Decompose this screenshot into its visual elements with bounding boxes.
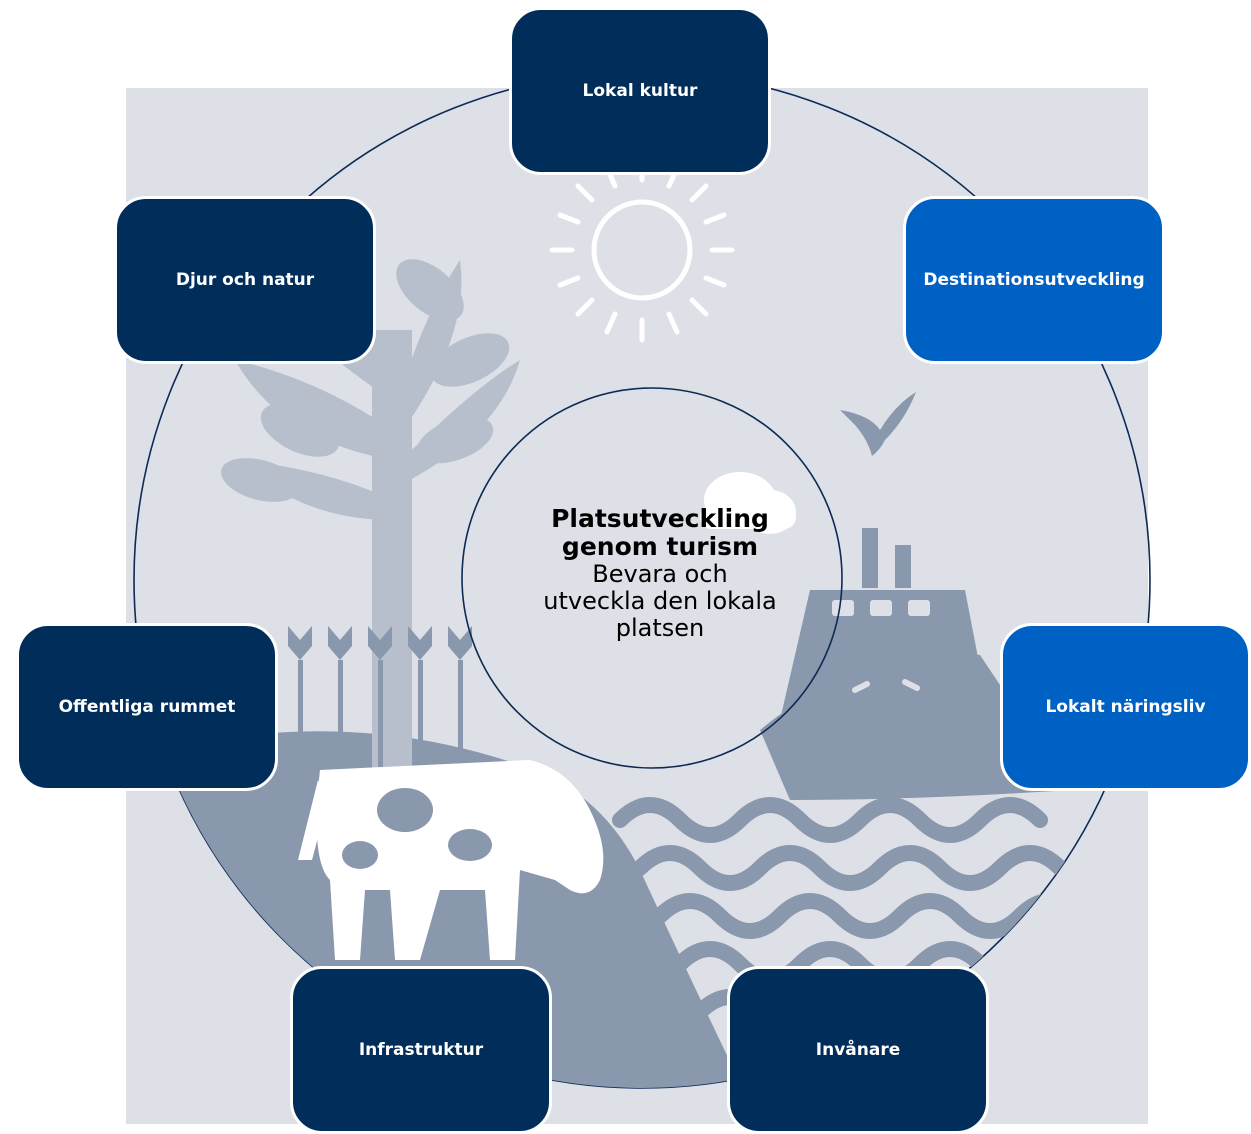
cow-icon <box>298 760 604 960</box>
center-title-line2: genom turism <box>561 532 759 561</box>
node-destinationsutveckling: Destinationsutveckling <box>903 196 1165 364</box>
node-label: Offentliga rummet <box>58 697 236 717</box>
node-offentliga-rummet: Offentliga rummet <box>16 623 278 791</box>
node-label: Infrastruktur <box>358 1040 484 1060</box>
center-label: Platsutveckling genom turism Bevara och … <box>470 505 850 642</box>
center-subtitle-line1: Bevara och <box>592 560 728 588</box>
ship-icon <box>760 528 1070 800</box>
node-label: Destinationsutveckling <box>923 270 1145 290</box>
node-label: Djur och natur <box>175 270 315 290</box>
center-subtitle-line3: platsen <box>615 613 705 642</box>
node-djur-och-natur: Djur och natur <box>114 196 376 364</box>
node-label: Invånare <box>815 1040 901 1060</box>
node-infrastruktur: Infrastruktur <box>290 966 552 1134</box>
node-lokalt-naringsliv: Lokalt näringsliv <box>1000 623 1251 791</box>
bird-icon <box>840 392 916 456</box>
node-invanare: Invånare <box>727 966 989 1134</box>
node-label: Lokal kultur <box>582 81 698 101</box>
sun-icon <box>549 157 735 343</box>
node-label: Lokalt näringsliv <box>1045 697 1206 717</box>
wheat-icon <box>288 626 472 770</box>
center-subtitle-line2: utveckla den lokala <box>543 586 777 615</box>
center-ring <box>461 387 843 769</box>
cloud-icon <box>700 472 796 534</box>
node-lokal-kultur: Lokal kultur <box>509 7 771 175</box>
center-title-line1: Platsutveckling <box>551 504 769 533</box>
tree-icon <box>221 259 520 770</box>
